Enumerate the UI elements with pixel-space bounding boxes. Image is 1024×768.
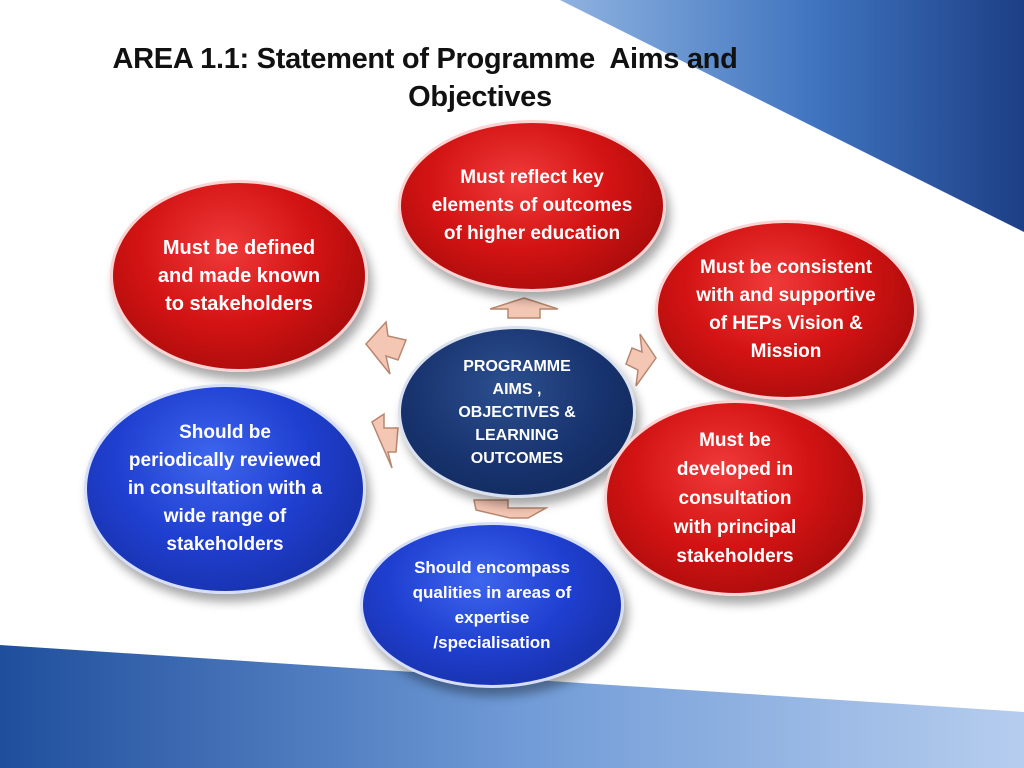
- arrow-up-right-icon: [625, 333, 657, 387]
- arrow-left-icon: [371, 412, 399, 469]
- node-top: Must reflect key elements of outcomes of…: [398, 120, 666, 292]
- node-center: PROGRAMME AIMS , OBJECTIVES & LEARNING O…: [398, 326, 636, 498]
- title-line-1: AREA 1.1: Statement of Programme Aims an…: [112, 43, 738, 75]
- arrow-up-left-icon: [365, 320, 408, 375]
- node-left-text: Should be periodically reviewed in consu…: [127, 422, 323, 555]
- node-top-right-text: Must be consistent with and supportive o…: [696, 257, 876, 362]
- node-bottom: Should encompass qualities in areas of e…: [360, 522, 624, 688]
- node-right: Must be developed in consultation with p…: [604, 400, 866, 596]
- node-top-left-text: Must be defined and made known to stakeh…: [157, 237, 321, 315]
- node-top-text: Must reflect key elements of outcomes of…: [431, 167, 633, 244]
- arrow-up-icon: [489, 297, 559, 319]
- node-top-right: Must be consistent with and supportive o…: [655, 220, 917, 400]
- page-title: AREA 1.1: Statement of Programme Aims an…: [60, 40, 790, 116]
- node-right-text: Must be developed in consultation with p…: [673, 429, 797, 567]
- node-bottom-text: Should encompass qualities in areas of e…: [412, 558, 572, 652]
- title-line-2: Objectives: [408, 81, 552, 113]
- arrow-down-icon: [473, 499, 549, 519]
- node-center-text: PROGRAMME AIMS , OBJECTIVES & LEARNING O…: [458, 357, 576, 467]
- node-top-left: Must be defined and made known to stakeh…: [110, 180, 368, 372]
- node-left: Should be periodically reviewed in consu…: [84, 384, 366, 594]
